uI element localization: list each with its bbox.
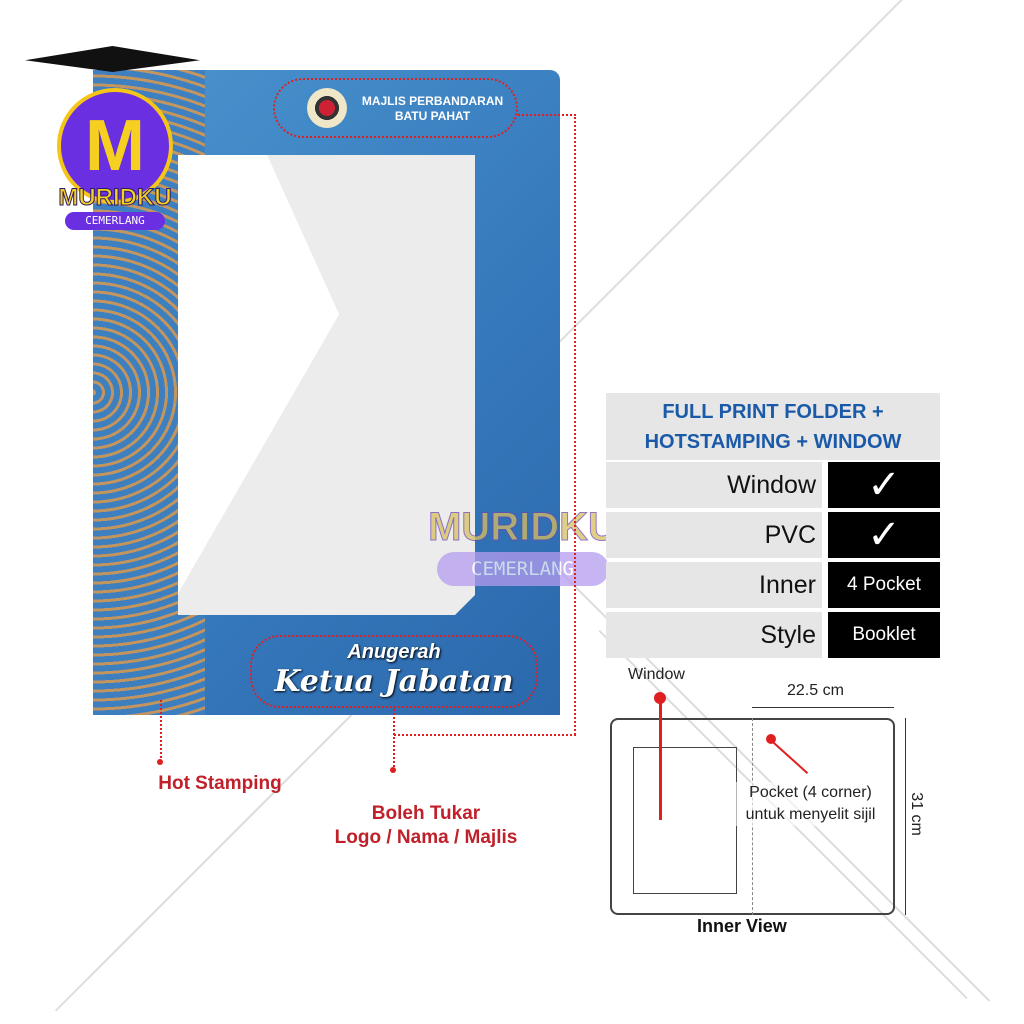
pocket-label: Pocket (4 corner) untuk menyelit sijil — [728, 782, 893, 826]
hot-stamping-label: Hot Stamping — [158, 773, 282, 794]
watermark-line — [540, 0, 1002, 362]
spec-title-line1: FULL PRINT FOLDER + — [662, 401, 884, 423]
width-label: 22.5 cm — [787, 682, 844, 699]
pocket-line1: Pocket (4 corner) — [749, 784, 872, 801]
check-icon: ✓ — [828, 462, 940, 508]
spec-label: Window — [606, 462, 822, 508]
callout-line — [574, 114, 576, 735]
council-name: MAJLIS PERBANDARAN — [361, 94, 504, 108]
spec-label: Style — [606, 612, 822, 658]
inner-window — [633, 747, 737, 894]
height-label: 31 cm — [907, 792, 925, 836]
spec-title: FULL PRINT FOLDER + HOTSTAMPING + WINDOW — [606, 393, 940, 460]
callout-line — [394, 734, 576, 736]
check-icon: ✓ — [828, 512, 940, 558]
spec-value: 4 Pocket — [828, 562, 940, 608]
callout-line — [393, 706, 395, 770]
width-dimension — [752, 707, 894, 708]
graduation-cap-icon — [25, 46, 200, 72]
callout-dot — [157, 759, 163, 765]
spec-label: Inner — [606, 562, 822, 608]
spec-row: PVC✓ — [606, 512, 940, 558]
callout-dot — [766, 734, 776, 744]
muridku-logo: M MURIDKU CEMERLANG — [25, 38, 200, 233]
council-crest-icon — [307, 88, 347, 128]
spec-row: Window✓ — [606, 462, 940, 508]
callout-line — [659, 700, 662, 820]
watermark-line — [55, 691, 375, 1012]
callout-line — [160, 700, 162, 762]
spec-title-line2: HOTSTAMPING + WINDOW — [644, 431, 902, 453]
customizable-line1: Boleh Tukar — [371, 803, 481, 824]
award-line2: Ketua Jabatan — [274, 664, 514, 699]
height-dimension — [905, 718, 906, 915]
inner-view-caption: Inner View — [697, 916, 787, 936]
watermark-logo: MURIDKU CEMERLANG — [415, 505, 630, 586]
window-label: Window — [628, 666, 685, 683]
spec-label: PVC — [606, 512, 822, 558]
callout-line — [518, 114, 576, 116]
spec-value: Booklet — [828, 612, 940, 658]
callout-dot — [390, 767, 396, 773]
award-line1: Anugerah — [347, 641, 441, 663]
customizable-line2: Logo / Nama / Majlis — [334, 827, 518, 848]
callout-dot — [654, 692, 666, 704]
council-town: BATU PAHAT — [394, 109, 471, 123]
award-label: Anugerah Ketua Jabatan — [250, 635, 538, 708]
pocket-line2: untuk menyelit sijil — [745, 806, 876, 823]
